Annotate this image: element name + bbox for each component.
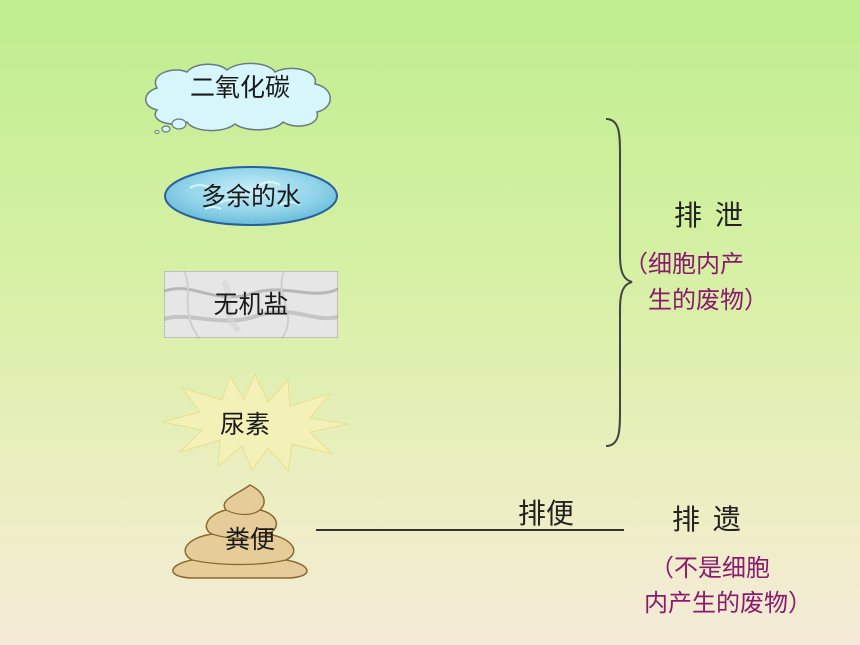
egestion-note-line1: （不是细胞 <box>650 554 770 582</box>
excretion-brace <box>605 118 633 447</box>
egestion-note-line2: 内产生的废物） <box>644 589 812 617</box>
egestion-title: 排 遗 <box>672 503 743 536</box>
egestion-arrow-label: 排便 <box>518 497 575 530</box>
water-ellipse-shape <box>164 166 338 226</box>
excretion-title: 排 泄 <box>674 199 745 232</box>
excretion-note-line1: （细胞内产 <box>624 250 744 278</box>
salt-block-shape <box>164 271 338 338</box>
egestion-line <box>316 529 624 531</box>
label-water: 多余的水 <box>200 182 301 211</box>
label-urea: 尿素 <box>219 410 270 439</box>
urea-starburst-shape <box>161 372 349 472</box>
label-co2: 二氧化碳 <box>189 73 290 102</box>
label-feces: 粪便 <box>224 525 275 554</box>
excretion-note-line2: 生的废物） <box>648 286 768 314</box>
feces-shape <box>172 484 308 579</box>
label-salt: 无机盐 <box>213 290 289 319</box>
thought-cloud-shape <box>145 62 331 135</box>
